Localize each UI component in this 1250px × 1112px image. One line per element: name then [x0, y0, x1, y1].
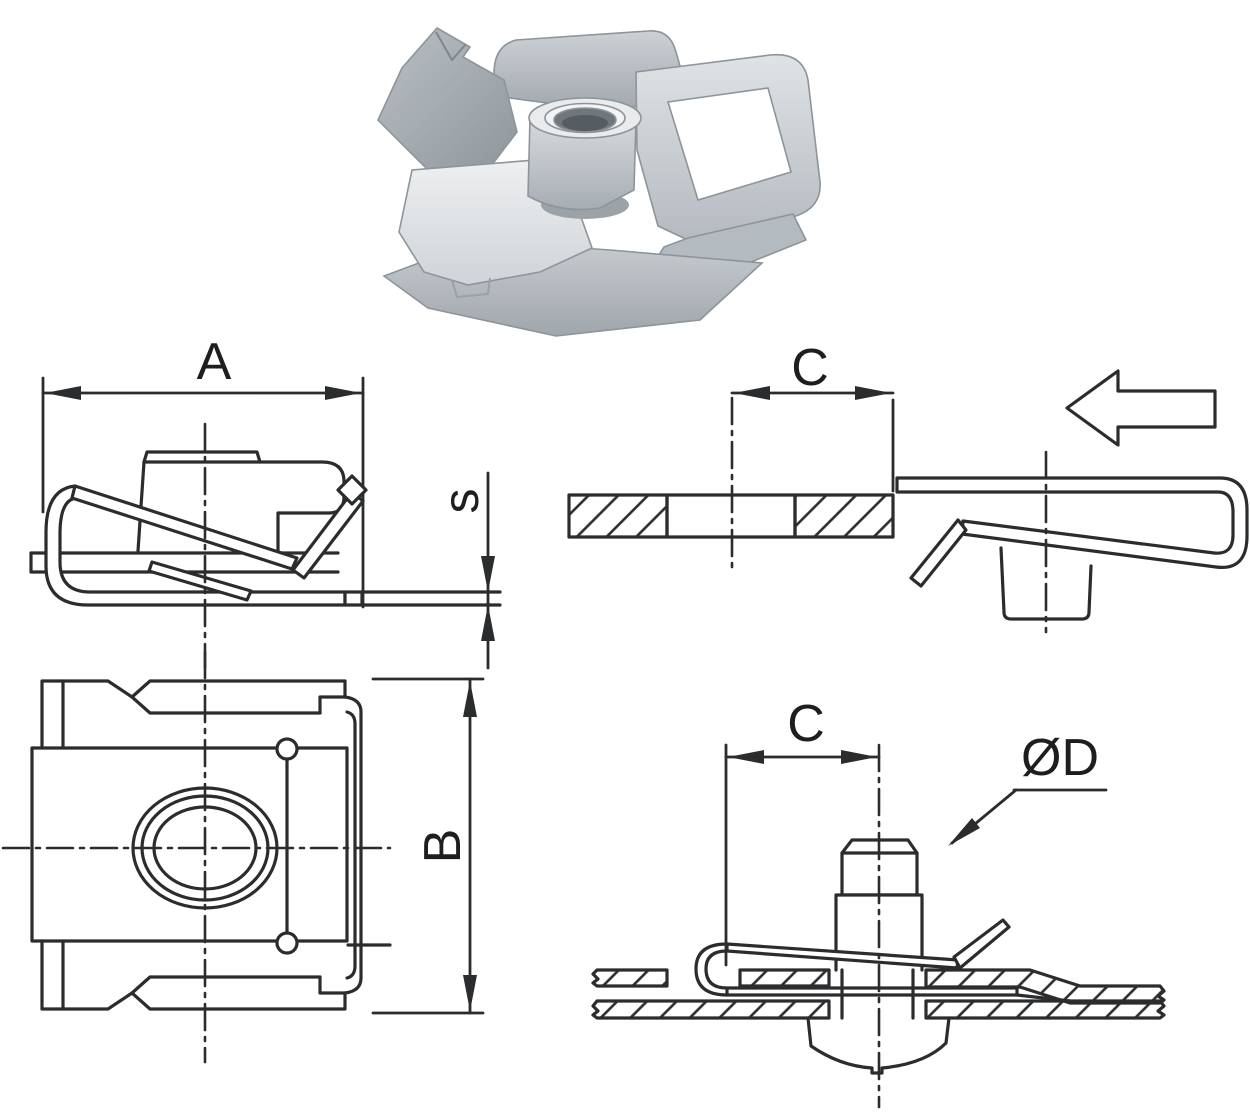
plan-top-flap [40, 679, 347, 750]
insertion-direction-arrow-icon [1065, 369, 1217, 447]
dimension-d-leader [948, 788, 1108, 846]
side-sheet-end [343, 590, 364, 607]
arrowhead [728, 750, 764, 764]
plan-pierce-hole [275, 931, 299, 955]
plan-side-lip [343, 695, 392, 995]
arrowhead [948, 818, 980, 846]
side-latch-arm [291, 490, 365, 580]
dim-label-c-bottom: C [787, 695, 825, 753]
render-cage-frame [635, 53, 821, 241]
view-plan [1, 650, 485, 1064]
view-insertion [567, 369, 1249, 634]
installed-clip-tip [952, 918, 1011, 970]
arrowhead [855, 386, 891, 400]
side-lanced-tongue [147, 560, 253, 602]
dimension-b [371, 677, 485, 1015]
view-installed [591, 743, 1166, 1109]
side-latch-tab [336, 474, 368, 506]
clip-3d-render [377, 26, 821, 337]
installed-nut-receptacle [806, 1016, 951, 1075]
insertion-clip-tip [909, 518, 968, 588]
render-collar-body [527, 117, 637, 211]
arrowhead [45, 386, 81, 400]
dim-label-a: A [196, 333, 232, 391]
arrowhead [463, 975, 477, 1011]
dimension-s [481, 471, 495, 670]
side-nut-plate [29, 551, 340, 574]
plan-pierce-hole [275, 737, 299, 761]
dim-label-s: s [433, 488, 489, 514]
arrowhead [734, 386, 770, 400]
dimension-c-top [730, 386, 895, 493]
dim-label-d: ØD [1021, 729, 1099, 787]
installed-clip-base [725, 986, 1072, 1003]
render-left-wing [377, 26, 518, 173]
installed-panels [591, 968, 1166, 1020]
arrowhead [325, 386, 361, 400]
dim-label-c-top: C [791, 339, 829, 397]
side-spring-arm [70, 484, 299, 571]
arrowhead [463, 681, 477, 717]
insertion-clip-leaf [895, 476, 1249, 569]
plan-bottom-flap [40, 939, 347, 1011]
arrowhead [481, 605, 495, 641]
dim-label-b: B [414, 828, 472, 864]
dimension-c-bottom [724, 743, 881, 967]
view-side-free [29, 376, 502, 670]
side-nut-body [136, 450, 346, 553]
arrowhead [841, 750, 877, 764]
arrowhead [481, 556, 495, 592]
installed-clip-loop [694, 942, 729, 997]
